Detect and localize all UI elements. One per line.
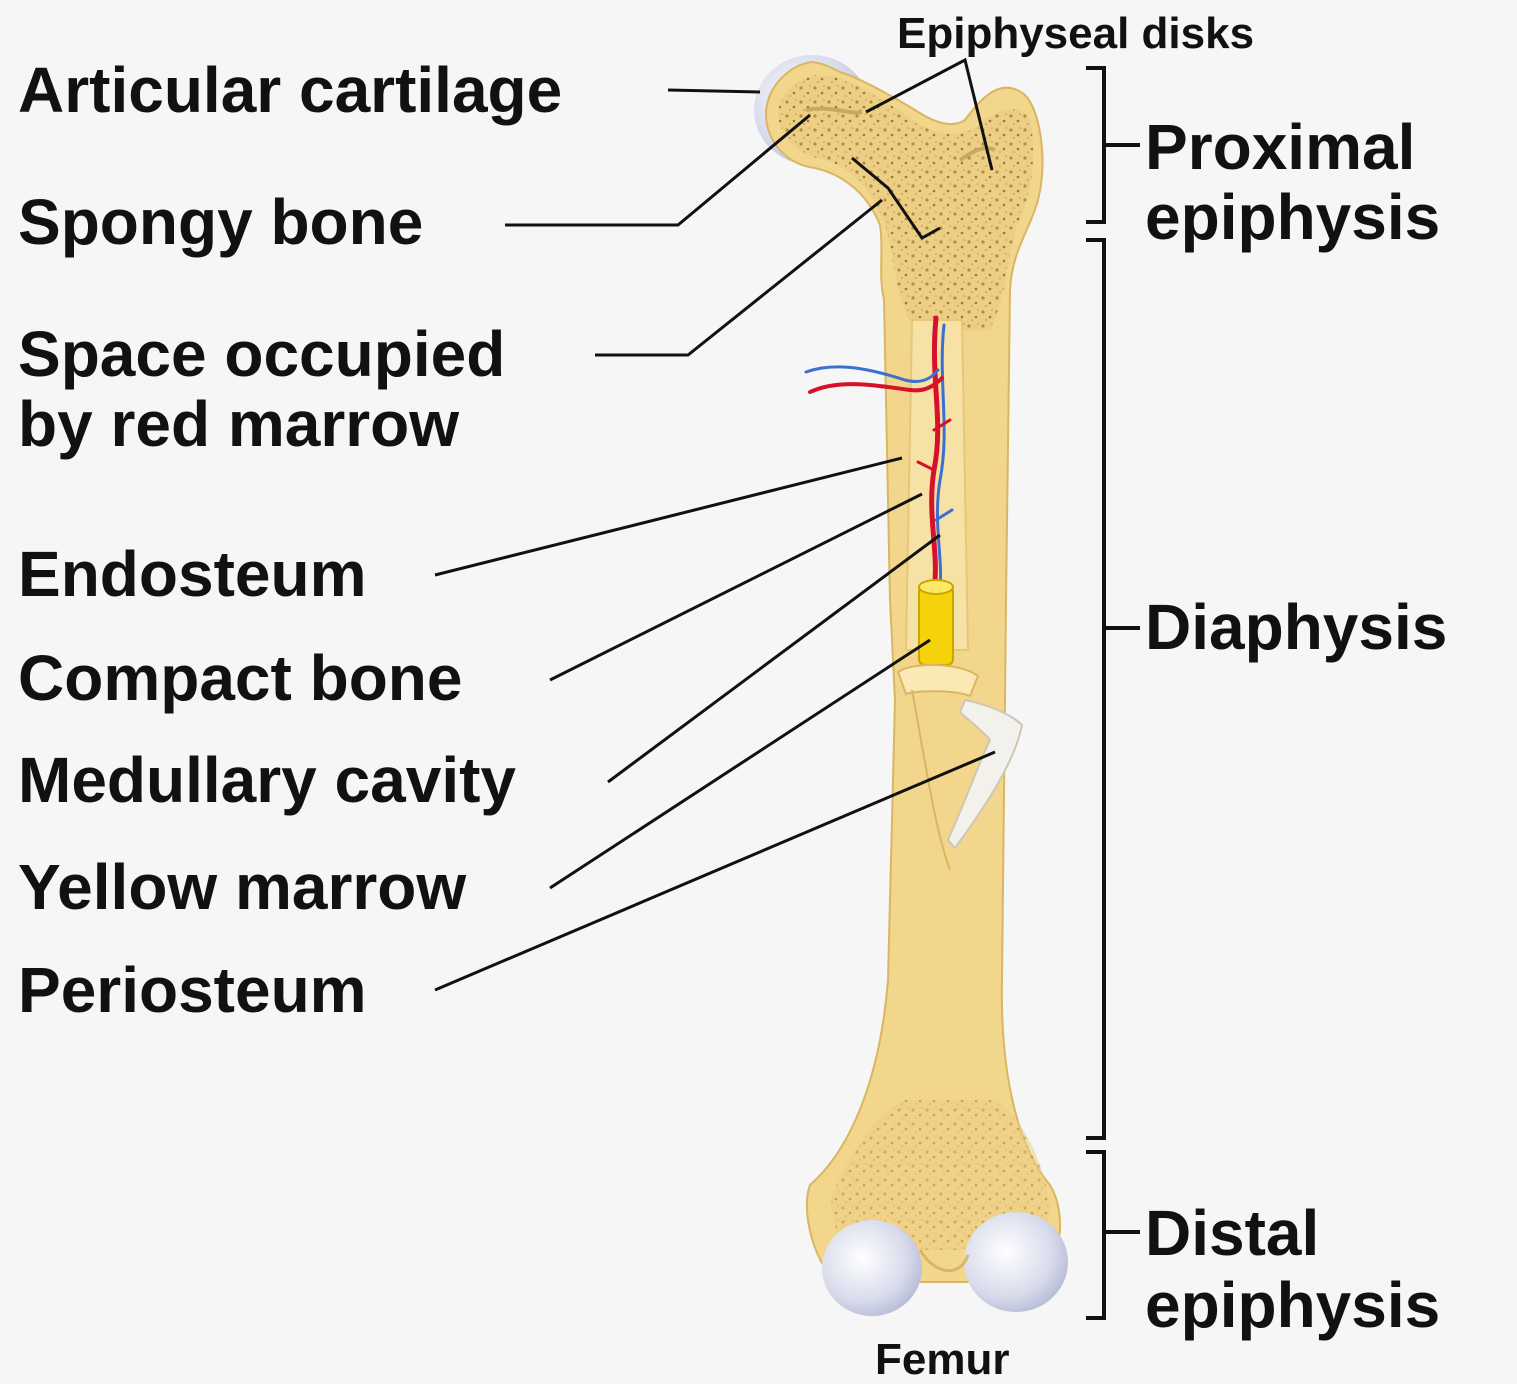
label-compact-bone: Compact bone — [18, 646, 462, 710]
yellow-marrow-core — [919, 585, 953, 665]
leader-compact — [550, 494, 922, 680]
label-yellow-marrow: Yellow marrow — [18, 855, 466, 919]
compact-bone-cross — [898, 665, 978, 696]
label-spongy-bone: Spongy bone — [18, 190, 423, 254]
leader-endosteum — [435, 458, 902, 575]
label-proximal-line2: epiphysis — [1145, 184, 1440, 251]
lateral-condyle-cartilage — [964, 1212, 1068, 1312]
bracket-distal — [1086, 1152, 1104, 1318]
label-diaphysis: Diaphysis — [1145, 594, 1447, 661]
leader-red-marrow — [595, 200, 882, 355]
bracket-diaphysis — [1086, 240, 1104, 1138]
label-articular-cartilage: Articular cartilage — [18, 58, 562, 122]
label-femur: Femur — [875, 1338, 1009, 1382]
region-brackets — [1086, 68, 1140, 1318]
label-medullary-cavity: Medullary cavity — [18, 748, 516, 812]
leader-medullary — [608, 535, 940, 782]
label-epiphyseal-disks: Epiphyseal disks — [897, 12, 1254, 56]
medial-condyle-cartilage — [822, 1220, 922, 1316]
label-red-marrow-line2: by red marrow — [18, 392, 459, 456]
label-distal-line2: epiphysis — [1145, 1272, 1440, 1339]
label-distal-line1: Distal — [1145, 1200, 1319, 1267]
bracket-proximal — [1086, 68, 1104, 222]
label-proximal-line1: Proximal — [1145, 114, 1415, 181]
leader-articular — [668, 90, 760, 92]
label-endosteum: Endosteum — [18, 542, 366, 606]
leader-yellow — [550, 640, 930, 888]
label-red-marrow-line1: Space occupied — [18, 322, 505, 386]
label-periosteum: Periosteum — [18, 958, 367, 1022]
